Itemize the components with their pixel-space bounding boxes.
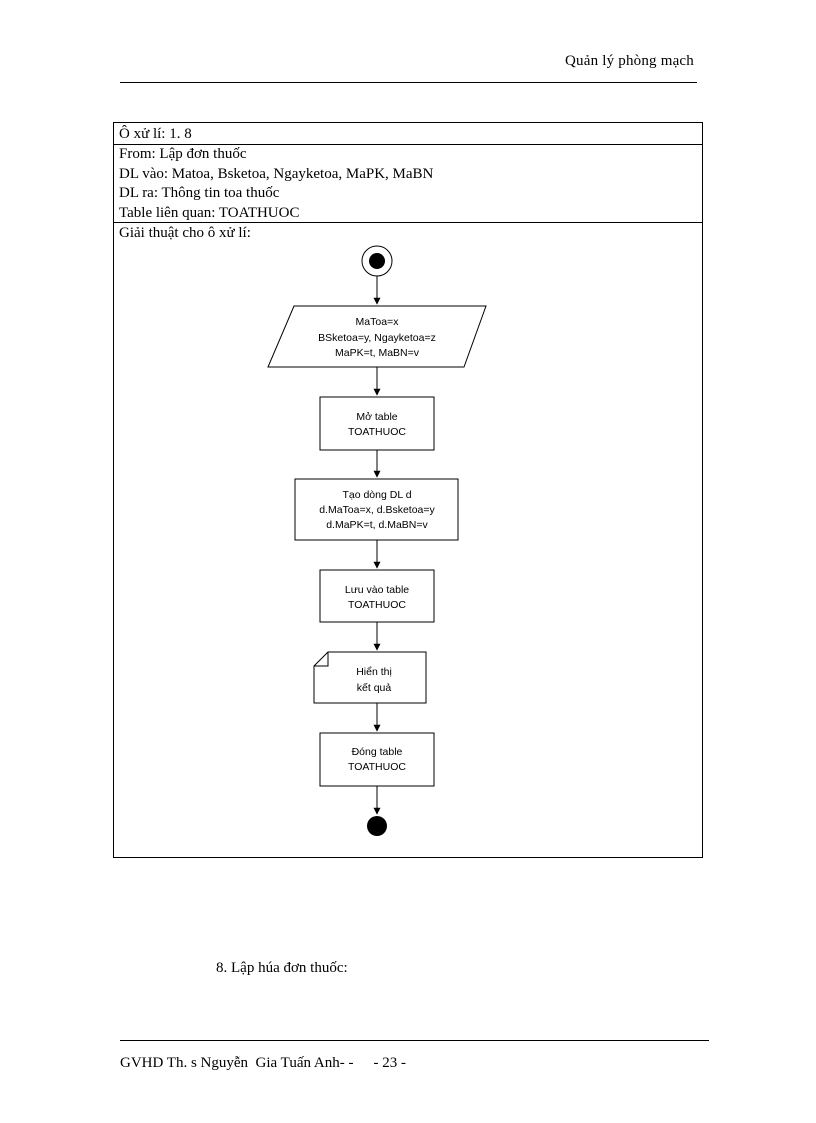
algorithm-row: Giải thuật cho ô xử lí: (114, 223, 702, 857)
process-id-row: Ô xử lí: 1. 8 (114, 123, 702, 145)
open-table-process: Mở table TOATHUOC (319, 396, 435, 451)
input-parallelogram: MaToa=x BSketoa=y, Ngayketoa=z MaPK=t, M… (267, 305, 487, 368)
header-title: Quản lý phòng mạch (565, 53, 694, 69)
footer-advisor: GVHD Th. s Nguyễn Gia Tuấn Anh- - (120, 1055, 354, 1071)
create-line-2: d.MaToa=x, d.Bsketoa=y (319, 504, 435, 516)
close-line-2: TOATHUOC (348, 761, 406, 773)
process-table: Table liên quan: TOATHUOC (119, 204, 300, 221)
display-line-2: kết quả (357, 682, 392, 694)
close-line-1: Đóng table (352, 746, 403, 758)
section-heading: 8. Lập húa đơn thuốc: (216, 960, 348, 976)
start-node (361, 245, 393, 277)
display-result-document: Hiển thị kết quả (313, 651, 427, 704)
process-info-row: From: Lập đơn thuốc DL vào: Matoa, Bsket… (114, 145, 702, 223)
process-id: Ô xử lí: 1. 8 (119, 126, 192, 142)
open-line-1: Mở table (356, 411, 397, 423)
open-line-2: TOATHUOC (348, 426, 406, 438)
process-from: From: Lập đơn thuốc (119, 146, 247, 162)
create-line-1: Tạo dòng DL d (342, 489, 411, 501)
save-line-2: TOATHUOC (348, 599, 406, 611)
flowchart: MaToa=x BSketoa=y, Ngayketoa=z MaPK=t, M… (267, 245, 487, 836)
page-number: - 23 - (373, 1055, 406, 1071)
close-table-process: Đóng table TOATHUOC (319, 732, 435, 787)
input-line-2: BSketoa=y, Ngayketoa=z (318, 332, 436, 344)
input-line-3: MaPK=t, MaBN=v (335, 347, 420, 359)
process-output: DL ra: Thông tin toa thuốc (119, 185, 280, 201)
save-line-1: Lưu vào table (345, 584, 409, 596)
save-table-process: Lưu vào table TOATHUOC (319, 569, 435, 623)
algorithm-label: Giải thuật cho ô xử lí: (119, 225, 251, 241)
create-line-3: d.MaPK=t, d.MaBN=v (326, 519, 428, 531)
process-spec-table: Ô xử lí: 1. 8 From: Lập đơn thuốc DL vào… (113, 122, 703, 858)
footer: GVHD Th. s Nguyễn Gia Tuấn Anh- - - 23 - (120, 1055, 406, 1072)
input-line-1: MaToa=x (356, 316, 400, 328)
footer-rule (120, 1040, 709, 1041)
end-node (367, 816, 387, 836)
process-input: DL vào: Matoa, Bsketoa, Ngayketoa, MaPK,… (119, 165, 434, 182)
create-row-process: Tạo dòng DL d d.MaToa=x, d.Bsketoa=y d.M… (294, 478, 459, 541)
header-rule (120, 82, 697, 83)
display-line-1: Hiển thị (356, 666, 392, 678)
